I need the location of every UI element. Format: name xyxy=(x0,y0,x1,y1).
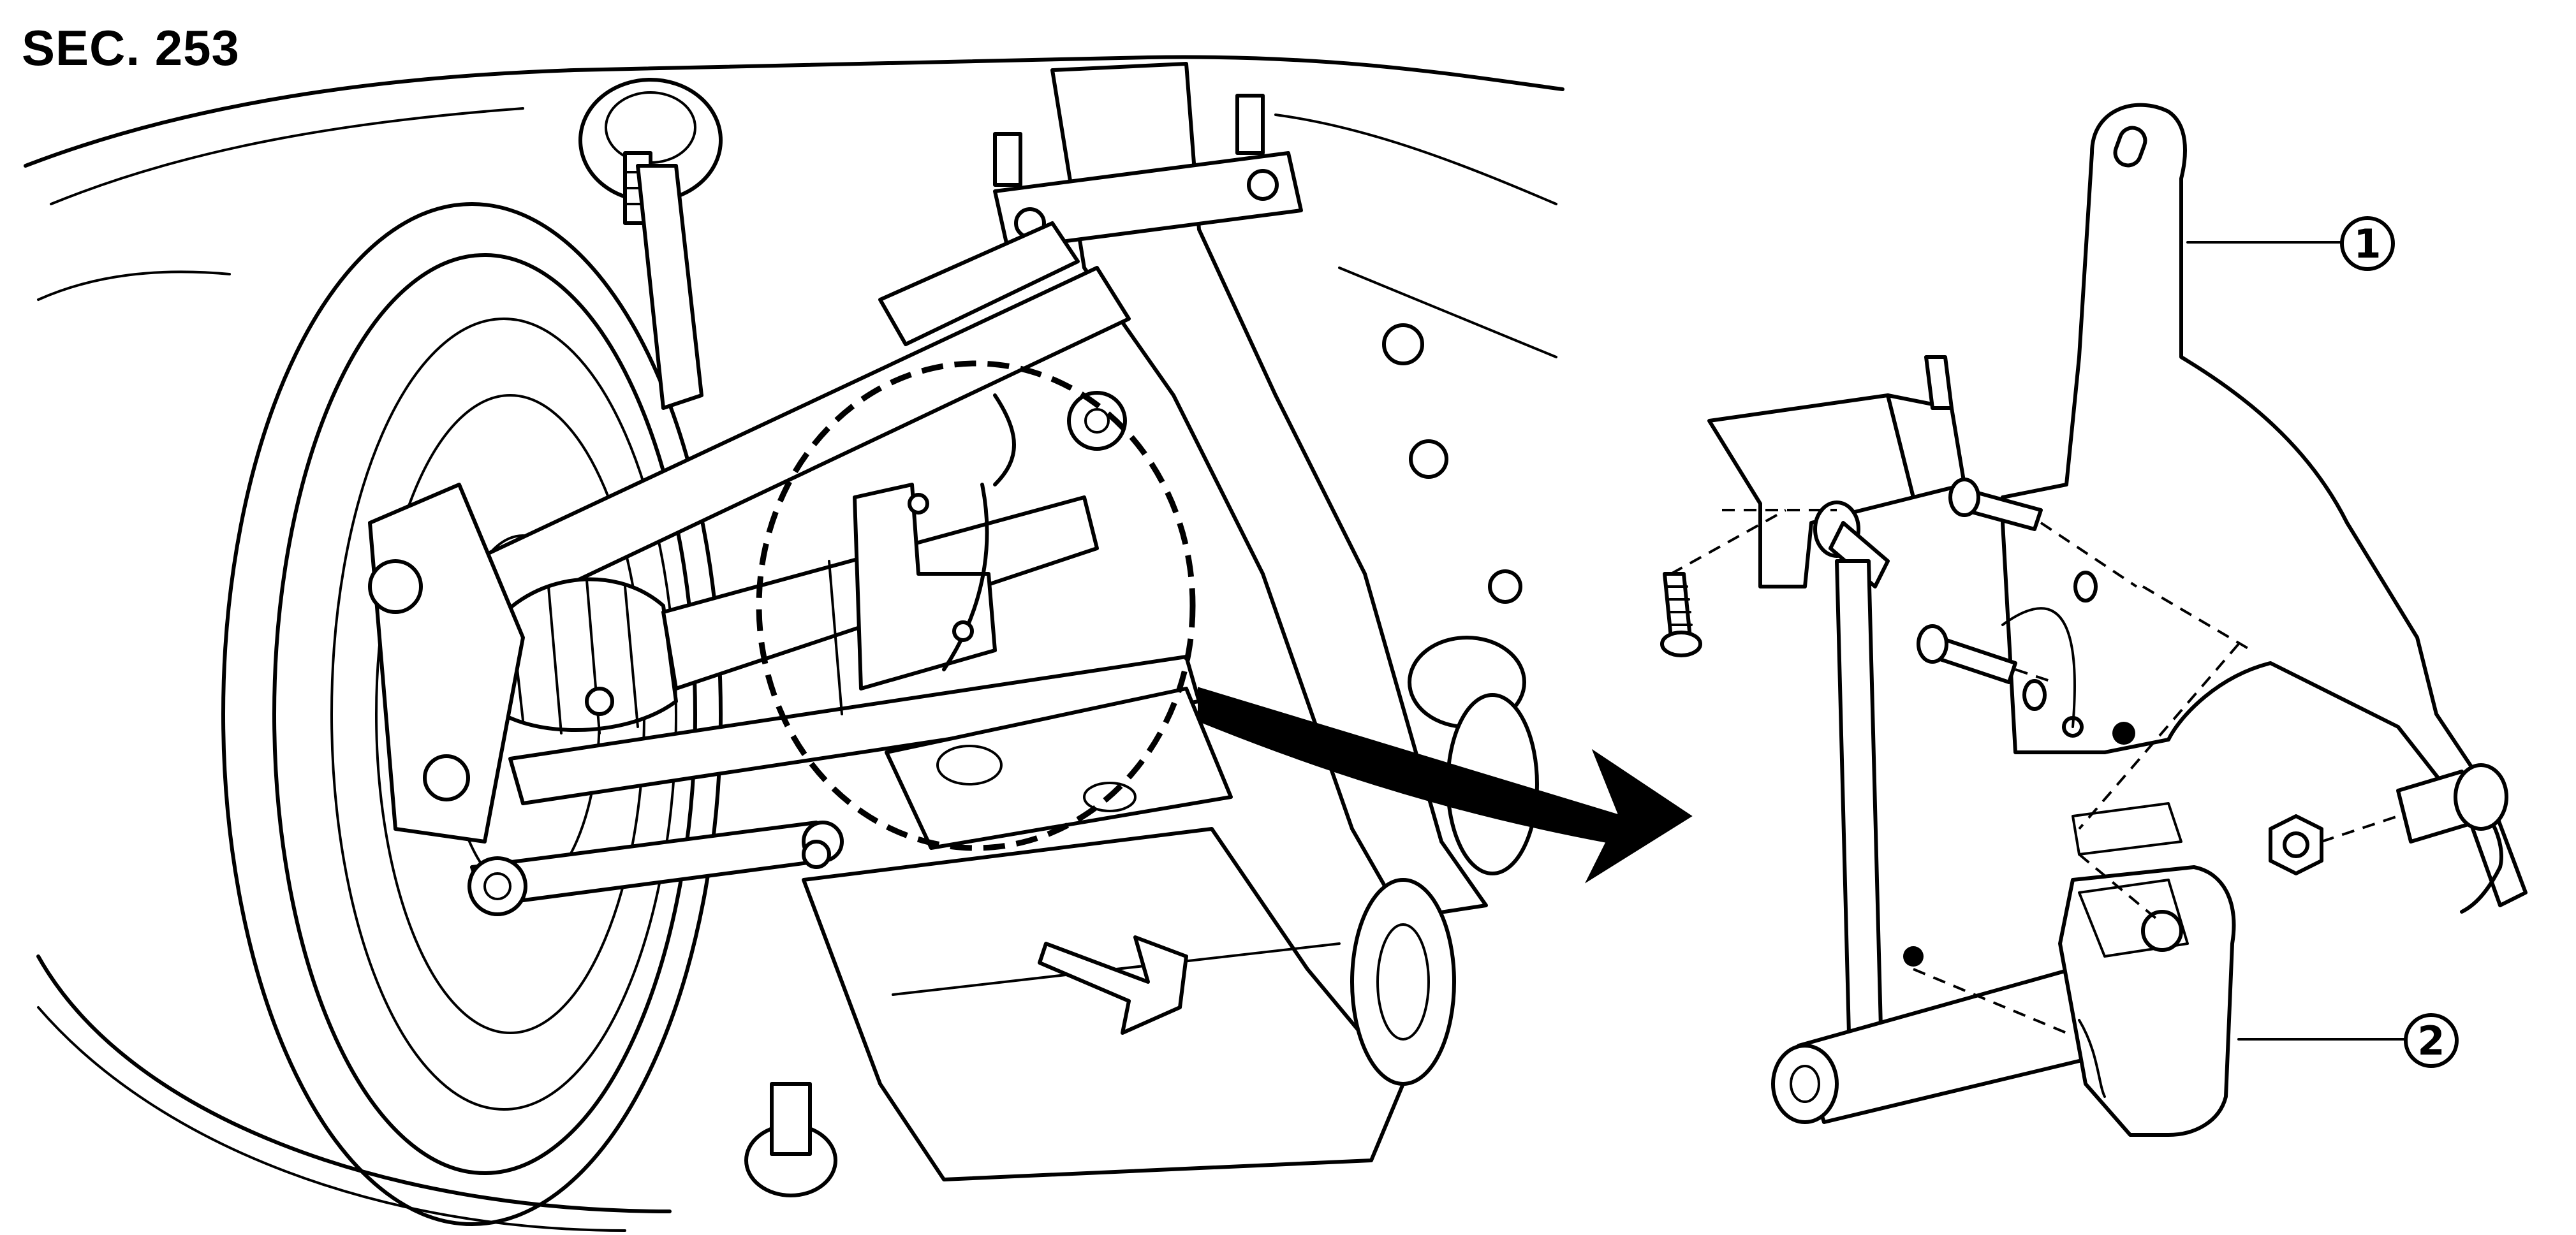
subframe-member xyxy=(993,62,1488,920)
wheel-tire xyxy=(36,202,723,1232)
height-sensor-bracket xyxy=(2001,103,2528,907)
section-label: SEC. 253 xyxy=(22,20,240,76)
exhaust-muffler xyxy=(802,636,1539,1181)
height-sensor-location xyxy=(828,393,1016,715)
bolt-2 xyxy=(1917,624,2017,684)
shock-mount xyxy=(578,78,723,225)
bolt-1 xyxy=(1660,572,1702,657)
callout-2-number: 2 xyxy=(2417,1018,2445,1064)
undercarriage-overview xyxy=(24,55,1564,1232)
height-sensor xyxy=(2058,865,2236,1137)
detail-circle xyxy=(756,360,1196,851)
callout-1: 1 xyxy=(2186,216,2395,271)
bolt-3 xyxy=(1948,478,2043,531)
front-direction-arrow xyxy=(1038,935,1188,1035)
sensor-link-rod xyxy=(1835,559,1883,1060)
zoom-arrow xyxy=(1198,687,1693,884)
callout-1-number: 1 xyxy=(2353,221,2381,267)
nut xyxy=(2269,814,2323,875)
callout-2: 2 xyxy=(2237,1013,2459,1068)
height-sensor-detail xyxy=(1660,103,2528,1137)
